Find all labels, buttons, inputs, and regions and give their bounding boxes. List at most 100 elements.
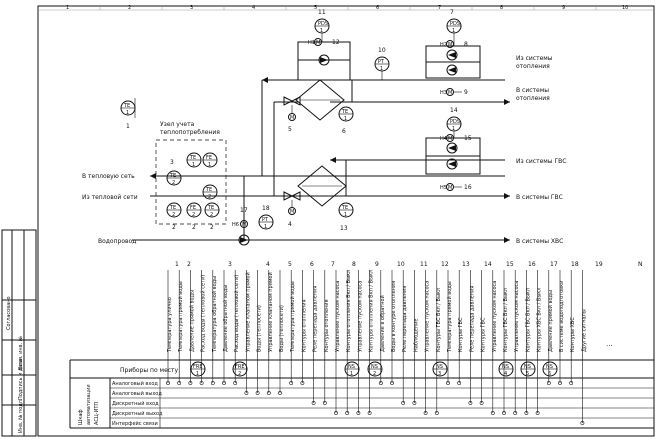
signal-terminal (244, 391, 249, 395)
grid-number: 4 (252, 5, 255, 11)
item-number: 2 (172, 224, 176, 231)
stamp-strip: Согласовано Взам. инв. № Подпись и дата … (1, 229, 37, 437)
field-tag: 4 (504, 371, 507, 377)
signal-description: Реле перепада давления (313, 286, 319, 352)
item-number: 2 (210, 224, 214, 231)
pressure-sensor-10: PT 1 10 (374, 47, 390, 80)
instrument-tag: TE (341, 205, 348, 211)
instrument-tag: 2 (192, 212, 195, 218)
instrument-tag: 1 (344, 116, 347, 122)
signal-description: Контуры отопления (301, 299, 307, 352)
signal-description: Контуры отопления Вкл / Выкл (369, 270, 375, 352)
label-water-supply: Водопровод (98, 238, 136, 245)
instrument-tag: TE (341, 109, 348, 115)
signal-terminal (345, 411, 350, 415)
signal-description: Управление клапаном прямой (267, 272, 274, 352)
signal-description: Контуры ГВС (481, 317, 487, 352)
field-tag: 6 (548, 371, 551, 377)
instrument-tag: 1 (344, 212, 347, 218)
metering-node-box (155, 139, 227, 225)
instrument-tag: 1 (452, 126, 455, 132)
metering-node-title: Узел учета (160, 121, 195, 128)
column-number: 4 (266, 261, 270, 268)
instrument-tag: 1 (320, 28, 323, 34)
item-number: 15 (464, 135, 472, 142)
pump-group-dhw: PDS 1 M H4 15 M H5 16 14 (425, 107, 481, 191)
pump-label: H2 (440, 42, 447, 48)
column-number: 2 (187, 261, 191, 268)
signal-terminal (401, 401, 406, 405)
signal-description: Температура обратной воды (211, 276, 218, 353)
instrument-tag: TE (207, 205, 214, 211)
signal-description: Температура прямой воды (446, 281, 453, 353)
continuation-dots: ... (606, 340, 613, 348)
signal-terminal (457, 381, 462, 385)
control-valve-2 (283, 191, 301, 201)
signal-terminal (166, 381, 170, 385)
pump-label: H5 (440, 185, 447, 191)
field-tag: 2 (373, 371, 376, 377)
motor-label: M (448, 185, 452, 191)
item-number: 11 (318, 9, 326, 16)
signal-terminal (524, 411, 529, 415)
signal-description: Воды в контуре отопления (391, 281, 397, 352)
instrument-tag: PT (378, 59, 385, 65)
signal-terminal (535, 411, 540, 415)
column-number: 11 (420, 261, 428, 268)
signal-terminal (210, 381, 215, 385)
signal-terminal (222, 381, 226, 385)
item-number: 2 (192, 224, 196, 231)
item-number: 8 (464, 41, 468, 48)
signal-terminal (367, 411, 372, 415)
motor-label: M (448, 90, 452, 96)
row-label: Аналоговый выход (112, 390, 162, 397)
field-tag: 3 (438, 371, 441, 377)
signal-terminal (446, 381, 450, 385)
label-to-heating: отопления (516, 95, 550, 102)
column-number: 10 (397, 261, 405, 268)
field-tag: FRE (193, 364, 203, 370)
grid-number: 5 (314, 5, 317, 11)
column-number: 16 (528, 261, 536, 268)
instrument-tag: PDS (450, 119, 460, 125)
signal-description: Давление в обратной (379, 295, 386, 352)
signal-description: Контуры ГВС Вкл / Выкл (503, 288, 509, 352)
signal-terminal (434, 411, 439, 415)
signal-table: Приборы по месту Шкаф автоматизации АСЦ-… (69, 340, 654, 429)
signal-description: Расход воды (тепловой сети) (233, 275, 240, 352)
signal-terminal (322, 401, 327, 405)
heat-exchanger-dhw (297, 165, 347, 207)
column-number: 18 (571, 261, 579, 268)
field-tag: 1 (196, 371, 199, 377)
motor-valve-5: M 5 (288, 105, 296, 133)
metering-instruments: TE 1 FE 1 TE 2 TE 2 TE 2 FE 2 TE 2 3 2 2… (166, 152, 220, 231)
signal-description: Давление обратной воды (222, 285, 229, 352)
signal-terminal (177, 381, 182, 385)
signal-description: Давление прямой воды (547, 290, 554, 352)
column-number: 15 (506, 261, 514, 268)
field-tag: 5 (526, 371, 529, 377)
field-tag: NS (436, 364, 443, 370)
column-number: 13 (462, 261, 470, 268)
item-number: 14 (450, 107, 458, 114)
outdoor-temp-sensor: TE 1 1 (120, 98, 136, 130)
control-valve-1 (283, 96, 301, 106)
motor-label: M (448, 42, 452, 48)
column-number: 1 (175, 261, 179, 268)
metering-node-title: теплопотребления (160, 129, 220, 136)
table-side-label: АСЦ-ИТП (94, 402, 100, 425)
signal-description: Управление клапаном прямой (244, 272, 251, 352)
instrument-tag: TE (123, 103, 130, 109)
instrument-tag: TE (205, 187, 212, 193)
field-tag: 1 (350, 371, 353, 377)
signal-description: Управление пуском насоса (357, 281, 363, 352)
label-from-heating: отопления (516, 63, 550, 70)
signal-terminal (390, 381, 394, 385)
column-number: 8 (352, 261, 356, 268)
column-number: 7 (331, 261, 335, 268)
signal-terminal (569, 381, 574, 385)
signal-description: Воды (теплосети) (257, 305, 263, 352)
field-tag: NS (371, 364, 378, 370)
instrument-tag: 2 (210, 212, 213, 218)
item-number: 3 (170, 159, 174, 166)
